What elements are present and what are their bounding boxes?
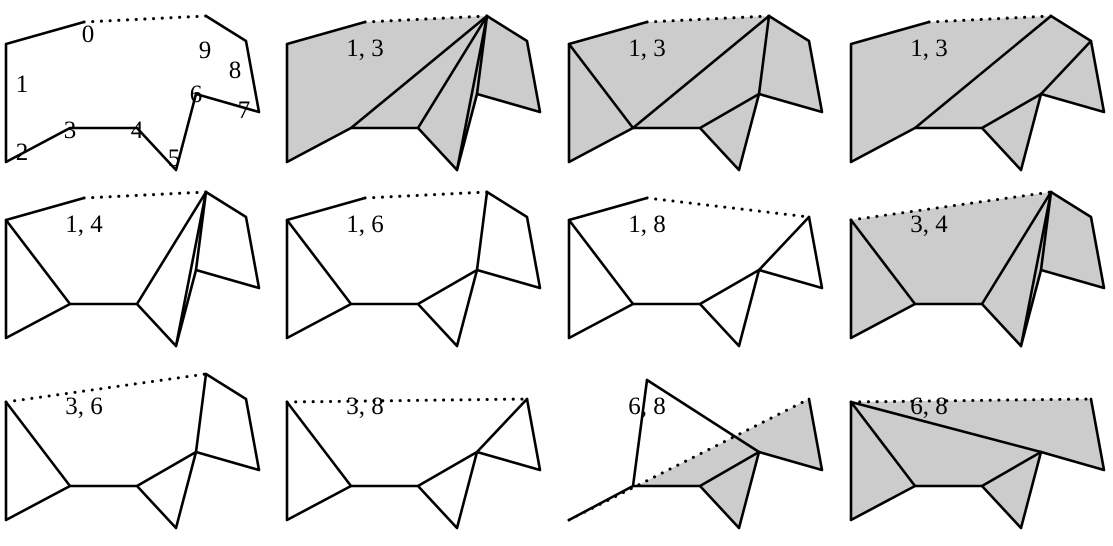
- polygon-boundary: [4, 190, 261, 348]
- polygon-boundary: [285, 397, 542, 530]
- shaded-region: [287, 16, 540, 170]
- diagonal-6-9: [475, 190, 489, 272]
- diagonal-5-9: [455, 14, 489, 172]
- polygon-boundary: [4, 14, 261, 172]
- diagonal-6-8: [1039, 39, 1093, 96]
- dotted-cut: [645, 14, 771, 24]
- panel-9: 3, 6: [4, 372, 261, 530]
- panel-3: 1, 3: [567, 14, 824, 172]
- vertex-label-4: 4: [131, 117, 144, 144]
- dotted-cut: [82, 14, 208, 24]
- diagonal-0-6: [645, 378, 761, 454]
- dotted-cut: [645, 196, 811, 219]
- dotted-cut: [285, 397, 529, 404]
- panel-label: 3, 8: [346, 393, 384, 420]
- diagonal-6-8: [475, 397, 529, 454]
- diagonal-6-9: [757, 14, 771, 96]
- dotted-cut: [4, 372, 208, 404]
- panel-label: 1, 4: [65, 211, 103, 238]
- diagonal-4-9: [980, 190, 1053, 306]
- panel-11: 6, 8: [567, 378, 824, 530]
- panel-label: 1, 3: [628, 35, 666, 62]
- panel-7: 1, 8: [567, 196, 824, 348]
- polygon-boundary: [849, 14, 1106, 172]
- panel-label: 1, 3: [910, 35, 948, 62]
- diagonal-3-9: [349, 14, 489, 130]
- diagonal-6-9: [194, 372, 208, 454]
- diagonal-6-9: [1039, 190, 1053, 272]
- vertex-label-3: 3: [64, 117, 77, 144]
- panel-label: 3, 6: [65, 393, 103, 420]
- dotted-cut: [927, 14, 1053, 24]
- diagonal-4-6: [698, 268, 761, 306]
- vertex-label-5: 5: [168, 145, 181, 172]
- dotted-cut: [849, 397, 1093, 404]
- panel-label: 1, 3: [346, 35, 384, 62]
- diagonal-3-9: [631, 14, 771, 130]
- dotted-cut: [363, 14, 489, 24]
- diagonal-0-3: [631, 378, 649, 488]
- panel-2: 1, 3: [285, 14, 542, 172]
- diagonal-4-6: [416, 450, 479, 488]
- vertex-label-8: 8: [229, 57, 242, 84]
- panel-8: 3, 4: [849, 190, 1106, 348]
- diagonal-1-3: [285, 218, 353, 306]
- diagonal-1-3: [285, 400, 353, 488]
- panel-4: 1, 3: [849, 14, 1106, 172]
- diagonal-1-3: [4, 218, 72, 306]
- polygon-boundary: [285, 190, 542, 348]
- shaded-region: [851, 192, 1104, 346]
- diagonal-3-9: [913, 14, 1053, 130]
- panel-5: 1, 4: [4, 190, 261, 348]
- dotted-cut: [849, 190, 1053, 222]
- diagonal-6-9: [194, 190, 208, 272]
- vertex-label-1: 1: [16, 71, 29, 98]
- panel-label: 1, 6: [346, 211, 384, 238]
- polygon-boundary: [849, 397, 1106, 530]
- diagonal-4-6: [135, 450, 198, 488]
- diagonal-1-3: [849, 400, 917, 488]
- dotted-cut: [82, 190, 208, 200]
- diagonal-4-6: [698, 450, 761, 488]
- panel-10: 3, 8: [285, 393, 542, 530]
- diagonal-4-6: [698, 92, 761, 130]
- diagonal-6-8: [757, 215, 811, 272]
- shaded-region: [851, 399, 1104, 528]
- diagonal-4-9: [135, 190, 208, 306]
- panel-label: 6, 8: [910, 393, 948, 420]
- panel-label: 6, 8: [628, 393, 666, 420]
- shaded-region: [851, 16, 1104, 170]
- diagonal-5-9: [174, 190, 208, 348]
- polygon-boundary: [4, 372, 261, 530]
- vertex-label-6: 6: [190, 81, 203, 108]
- diagonal-6-9: [475, 14, 489, 96]
- panel-label: 1, 8: [628, 211, 666, 238]
- diagonal-4-6: [980, 92, 1043, 130]
- diagonal-1-3: [849, 218, 917, 306]
- vertex-label-2: 2: [16, 139, 29, 166]
- diagonal-1-6: [849, 400, 1043, 454]
- polygon-boundary: [285, 14, 542, 172]
- vertex-label-7: 7: [238, 97, 251, 124]
- diagonal-4-6: [416, 268, 479, 306]
- polygon-boundary: [567, 14, 824, 172]
- panel-label: 3, 4: [910, 211, 948, 238]
- shaded-region: [569, 399, 822, 528]
- shaded-region: [569, 16, 822, 170]
- panel-12: 6, 8: [849, 393, 1106, 530]
- dotted-cut: [363, 190, 489, 200]
- diagonal-1-3: [4, 400, 72, 488]
- diagonal-5-9: [1019, 190, 1053, 348]
- panel-6: 1, 6: [285, 190, 542, 348]
- diagonal-4-9: [416, 14, 489, 130]
- vertex-label-0: 0: [82, 21, 95, 48]
- diagonal-1-3: [567, 218, 635, 306]
- polygon-boundary: [567, 196, 824, 348]
- vertex-label-9: 9: [199, 37, 212, 64]
- diagonal-4-6: [980, 450, 1043, 488]
- diagonal-1-3: [567, 42, 635, 130]
